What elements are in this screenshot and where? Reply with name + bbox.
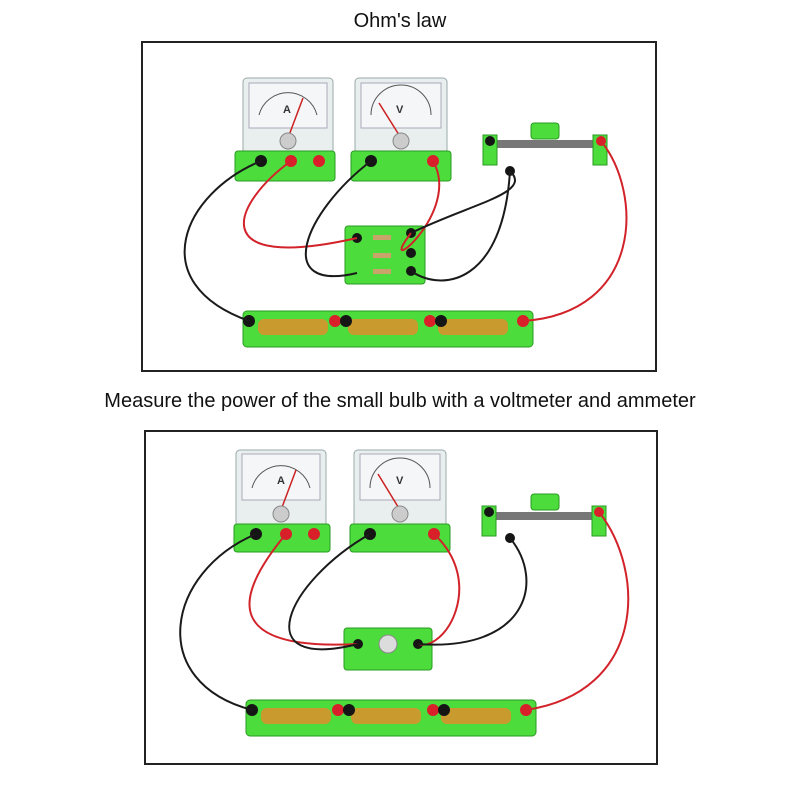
circuit-wires — [183, 140, 628, 322]
caption-ohms-law: Ohm's law — [353, 10, 447, 32]
rheostat — [482, 122, 608, 176]
voltmeter-symbol: V — [396, 475, 404, 487]
battery-holder — [245, 699, 537, 737]
small-bulb — [378, 634, 398, 654]
rheostat — [481, 493, 607, 543]
resistor-board — [344, 225, 426, 285]
voltmeter-symbol: V — [396, 104, 404, 116]
ammeter-symbol: A — [283, 104, 291, 116]
bulb-board — [343, 627, 433, 671]
ohms-law-photo-panel: A V — [141, 41, 657, 372]
voltmeter: V — [349, 449, 451, 553]
bulb-power-circuit-photo: A V — [179, 449, 630, 737]
voltmeter: V — [350, 77, 452, 182]
circuit-wires — [179, 511, 630, 711]
caption-bulb-power: Measure the power of the small bulb with… — [104, 390, 696, 412]
battery-holder — [242, 310, 534, 348]
bulb-power-photo-panel: A V — [144, 430, 658, 765]
ohms-law-circuit-photo: A V — [183, 77, 628, 348]
ammeter-symbol: A — [277, 475, 285, 487]
